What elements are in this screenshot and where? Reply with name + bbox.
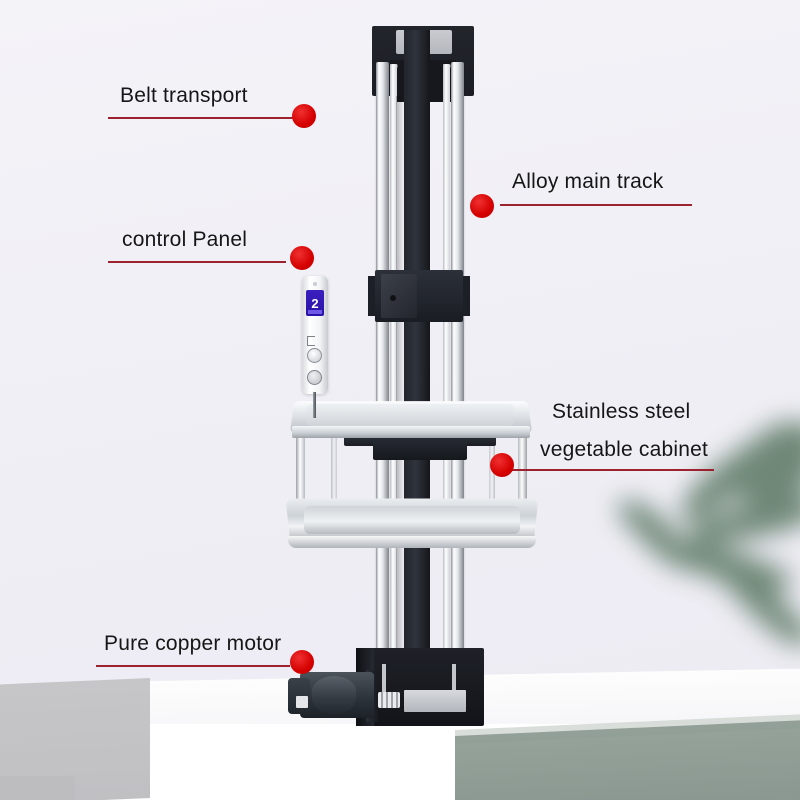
carriage-bracket-left <box>368 276 375 316</box>
motor-gearbox <box>312 676 356 714</box>
cabinet-post-back-left <box>331 436 337 532</box>
callout-leader-line <box>500 204 692 206</box>
panel-display-bar <box>308 310 322 314</box>
alloy-rail-right-outer <box>451 62 464 690</box>
callout-label-control-panel: control Panel <box>122 228 248 251</box>
callout-marker-dot[interactable] <box>290 246 314 270</box>
callout-label-vegetable-cabinet: vegetable cabinet <box>540 438 709 461</box>
panel-floor-icon <box>307 336 315 346</box>
callout-label-belt-transport: Belt transport <box>120 84 248 107</box>
alloy-rail-right-inner <box>443 64 450 688</box>
carriage-face-plate <box>381 274 417 318</box>
cabinet-post-right <box>518 432 527 548</box>
cabinet-bottom-tray-inner <box>304 506 520 534</box>
base-stud-right <box>452 664 456 692</box>
callout-label-stainless-steel: Stainless steel <box>552 400 691 423</box>
panel-display-value: 2 <box>311 295 319 311</box>
callout-leader-line <box>108 117 293 119</box>
base-stud-left <box>382 664 386 692</box>
carriage-bolt <box>390 295 396 301</box>
column-shadow <box>396 96 404 656</box>
callout-label-pure-copper-motor: Pure copper motor <box>104 632 282 655</box>
panel-cable <box>313 392 316 418</box>
panel-power-led <box>313 282 317 286</box>
left-pedestal-base <box>0 776 75 800</box>
base-belt-roller <box>378 692 400 708</box>
cabinet-post-left <box>296 432 305 548</box>
cabinet-top-rim <box>292 426 530 438</box>
panel-down-button[interactable] <box>307 370 322 385</box>
cabinet-bracket <box>373 434 467 460</box>
callout-leader-line <box>108 261 286 263</box>
callout-leader-line <box>96 665 290 667</box>
callout-leader-line <box>508 469 714 471</box>
base-housing <box>404 690 466 712</box>
cabinet-top-tray-inner <box>306 404 514 426</box>
cabinet-post-back-right <box>489 436 495 532</box>
alloy-rail-left-outer <box>376 62 389 690</box>
callout-marker-dot[interactable] <box>490 453 514 477</box>
callout-label-alloy-main-track: Alloy main track <box>512 170 664 193</box>
motor-terminal-box <box>296 696 308 708</box>
alloy-rail-left-inner <box>390 64 397 688</box>
panel-up-button[interactable] <box>307 348 322 363</box>
callout-marker-dot[interactable] <box>290 650 314 674</box>
main-column <box>404 30 430 690</box>
panel-display: 2 <box>306 290 324 316</box>
carriage-bracket-right <box>463 276 470 316</box>
callout-marker-dot[interactable] <box>470 194 494 218</box>
callout-marker-dot[interactable] <box>292 104 316 128</box>
cabinet-bottom-lip <box>288 536 536 548</box>
